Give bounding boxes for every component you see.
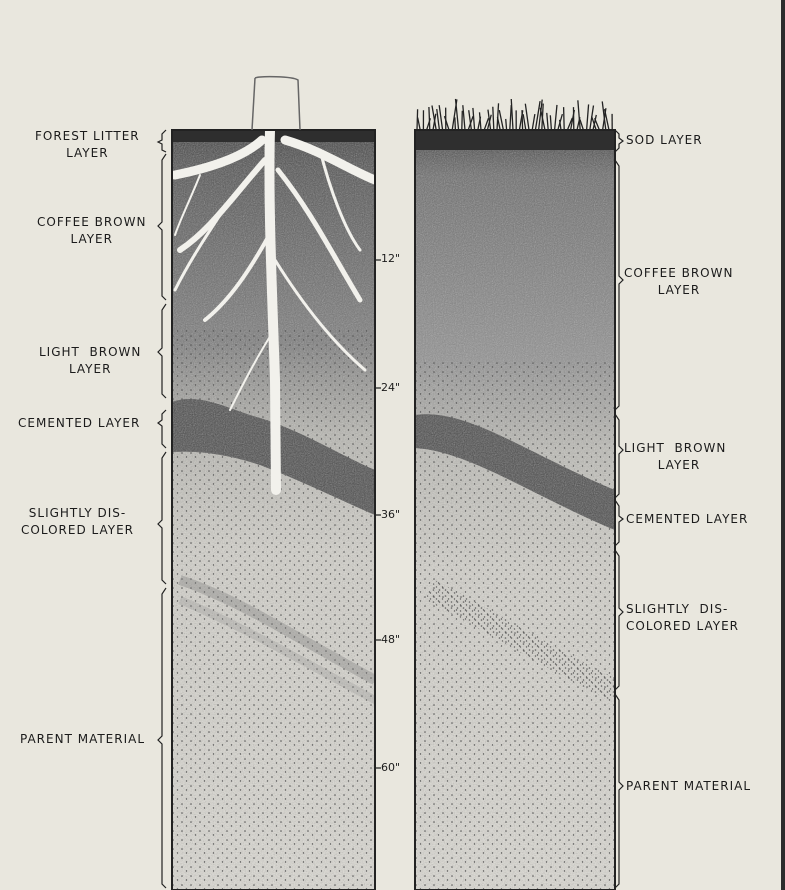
tree-trunk [252,77,300,130]
right-label-parent-material: PARENT MATERIAL [626,778,751,795]
left-soil-column [172,77,375,890]
right-label-coffee-brown: COFFEE BROWN LAYER [624,265,733,299]
grass-blade [564,107,565,130]
right-sod-layer [415,128,615,150]
grass-blade [493,107,494,130]
right-label-slightly-discolored: SLIGHTLY DIS- COLORED LAYER [626,601,739,635]
grass-blade [455,117,456,130]
depth-marker-36: 36" [379,508,402,522]
grass-blades [417,99,612,130]
right-label-cemented: CEMENTED LAYER [626,511,748,528]
grass-blade [418,117,421,130]
grass-blade [497,103,499,130]
right-soil-column [415,128,615,890]
left-label-light-brown: LIGHT BROWN LAYER [39,344,141,378]
depth-marker-60: 60" [379,761,402,775]
grass-blade [587,104,589,130]
grass-blade [525,104,529,130]
left-label-cemented: CEMENTED LAYER [18,415,140,432]
grass-blade [511,99,513,130]
grass-blade [462,111,463,130]
grass-blade [522,110,523,130]
grass-blade [523,114,526,130]
grass-blade [555,105,557,130]
grass-blade [550,115,551,130]
depth-marker-48: 48" [379,633,402,647]
left-label-forest-litter: FOREST LITTER LAYER [35,128,140,162]
grass-blade [463,105,465,130]
grass-blade [439,105,442,130]
grass-blade [532,114,535,130]
left-label-coffee-brown: COFFEE BROWN LAYER [37,214,146,248]
right-label-sod: SOD LAYER [626,132,703,149]
grass-blade [480,112,481,130]
depth-marker-24: 24" [379,381,402,395]
grass-blade [547,113,548,130]
grass-blade [506,119,507,130]
grass-blade [429,107,430,130]
grass-blade [437,109,440,130]
left-label-slightly-discolored: SLIGHTLY DIS- COLORED LAYER [21,505,134,539]
grass-blade [455,99,458,130]
right-label-light-brown: LIGHT BROWN LAYER [624,440,726,474]
depth-marker-12: 12" [379,252,402,266]
grass-blade [473,108,475,130]
left-label-parent-material: PARENT MATERIAL [20,731,145,748]
grass-blade [510,105,511,130]
